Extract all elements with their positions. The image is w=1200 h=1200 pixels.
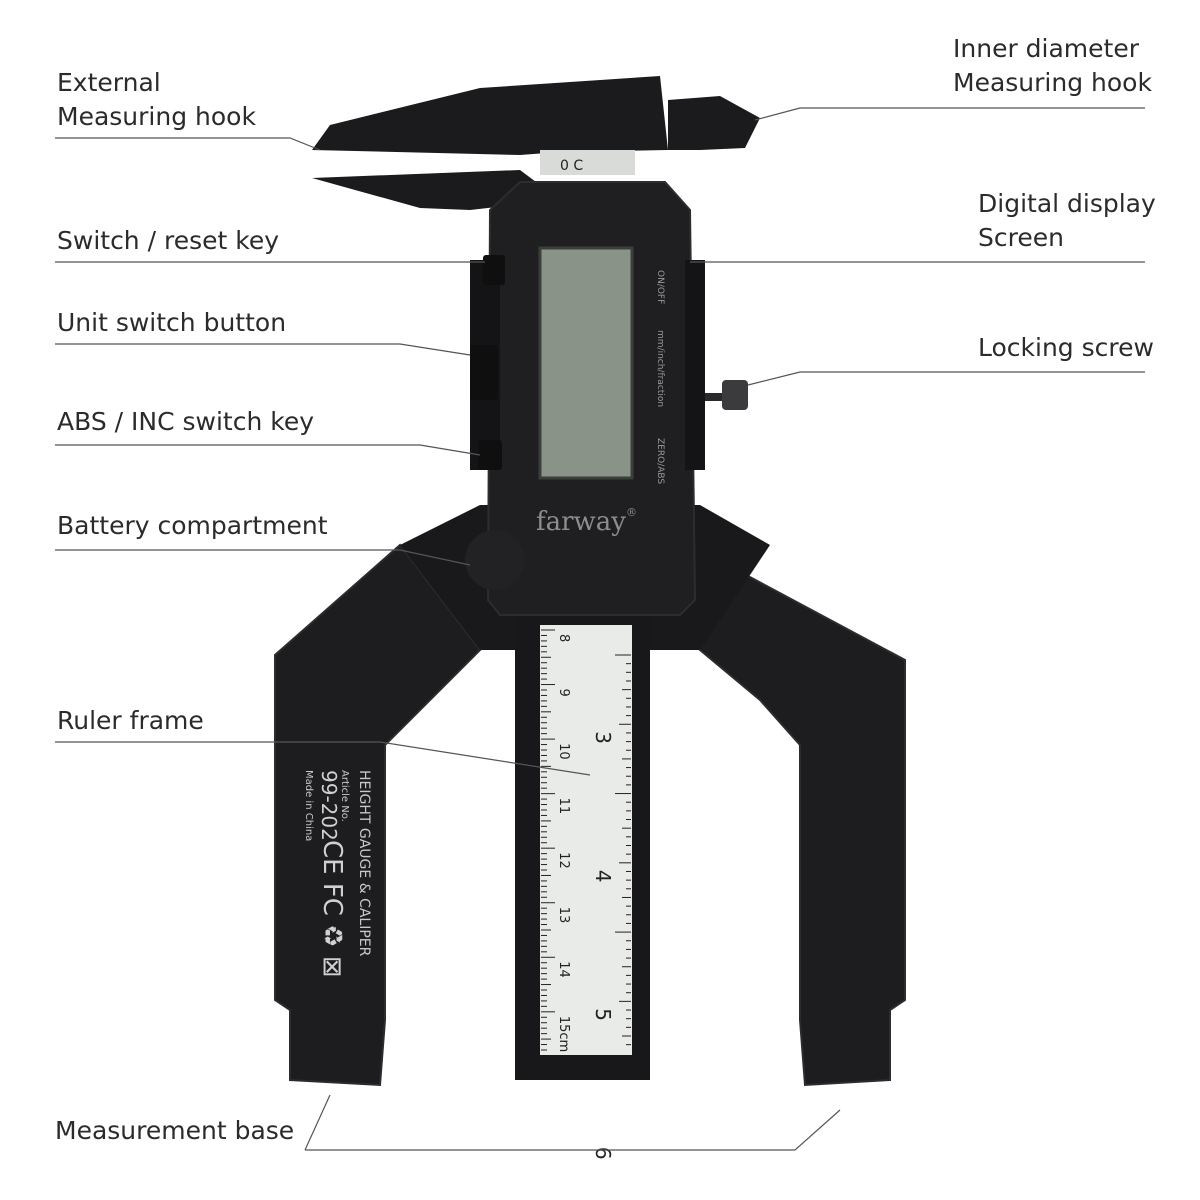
label-inner-hook-line1: Inner diameter	[953, 34, 1139, 63]
switch-reset-key	[483, 255, 505, 285]
right-leg	[688, 543, 906, 1087]
brand-mark: ®	[626, 506, 637, 519]
leg-printing: HEIGHT GAUGE & CALIPER Article No. 99-20…	[303, 770, 372, 978]
ruler-inch-label: 5	[591, 1008, 615, 1021]
left-leg	[274, 543, 482, 1087]
leader-external-hook	[55, 137, 321, 151]
ruler-cm-label: 14	[556, 961, 571, 978]
ruler-inch-label: 4	[591, 870, 615, 883]
label-display-line1: Digital display	[978, 189, 1156, 218]
leader-base-left	[304, 1094, 331, 1151]
leader-inner-hook	[754, 107, 1145, 121]
ruler-cm-label: 15cm	[556, 1016, 571, 1052]
ruler-scale	[540, 625, 632, 1055]
locking-screw-shaft	[705, 393, 725, 401]
ruler-cm-label: 9	[556, 689, 571, 697]
locking-screw	[722, 380, 748, 410]
battery-compartment	[465, 530, 525, 590]
leg-text-origin: Made in China	[303, 770, 314, 841]
ruler-cm-label: 13	[556, 907, 571, 924]
leader-unit-switch	[55, 343, 471, 356]
leg-certification-marks: CE FC ♻ ⊠	[317, 840, 347, 978]
label-display-line2: Screen	[978, 223, 1064, 252]
label-external-hook-line1: External	[57, 68, 161, 97]
ruler-cm-label: 8	[556, 634, 571, 642]
jaw-scale-window	[540, 150, 635, 175]
brand-logo: farway	[536, 507, 626, 537]
button-label-zero: ZERO/ABS	[655, 438, 665, 484]
digital-display-screen	[538, 246, 634, 480]
jaw-digits: 0 C	[560, 158, 583, 174]
leader-abs-inc	[55, 444, 481, 456]
external-measuring-hook-lower	[312, 170, 560, 210]
abs-inc-switch-key	[478, 440, 502, 470]
leader-battery	[55, 549, 471, 566]
ruler-cm-labels: 8 9 10 11 12 13 14 15cm	[556, 634, 571, 1052]
inner-diameter-hook	[668, 96, 760, 150]
label-unit-switch: Unit switch button	[57, 308, 287, 337]
label-abs-inc: ABS / INC switch key	[57, 407, 314, 436]
leader-ruler-frame	[55, 741, 591, 776]
leg-text-article-no: 99-202	[317, 770, 341, 841]
ruler-cm-label: 10	[556, 743, 571, 760]
side-bar-right	[685, 260, 705, 470]
label-external-hook: External Measuring hook	[57, 66, 256, 134]
leader-base-right	[305, 1109, 841, 1151]
label-display: Digital display Screen	[978, 187, 1156, 255]
external-measuring-hook	[312, 76, 668, 155]
ruler-inch-label: 6	[591, 1147, 615, 1160]
label-battery: Battery compartment	[57, 511, 328, 540]
label-switch-reset: Switch / reset key	[57, 226, 279, 255]
leader-locking-screw	[747, 371, 1145, 386]
leg-text-title: HEIGHT GAUGE & CALIPER	[356, 770, 372, 957]
unit-switch-button	[470, 345, 498, 400]
label-base: Measurement base	[55, 1116, 295, 1145]
leader-lines	[55, 107, 1145, 1151]
label-ruler-frame: Ruler frame	[57, 706, 204, 735]
label-locking-screw: Locking screw	[978, 333, 1154, 362]
ruler-cm-label: 11	[556, 798, 571, 815]
label-inner-hook: Inner diameter Measuring hook	[953, 32, 1152, 100]
label-inner-hook-line2: Measuring hook	[953, 68, 1152, 97]
button-label-onoff: ON/OFF	[655, 270, 665, 304]
label-external-hook-line2: Measuring hook	[57, 102, 256, 131]
button-label-unit: mm/inch/fraction	[655, 330, 665, 407]
ruler-inch-label: 3	[591, 731, 615, 744]
ruler-ticks	[541, 629, 631, 1051]
ruler-cm-label: 12	[556, 852, 571, 869]
leg-text-article-label: Article No.	[339, 770, 350, 822]
